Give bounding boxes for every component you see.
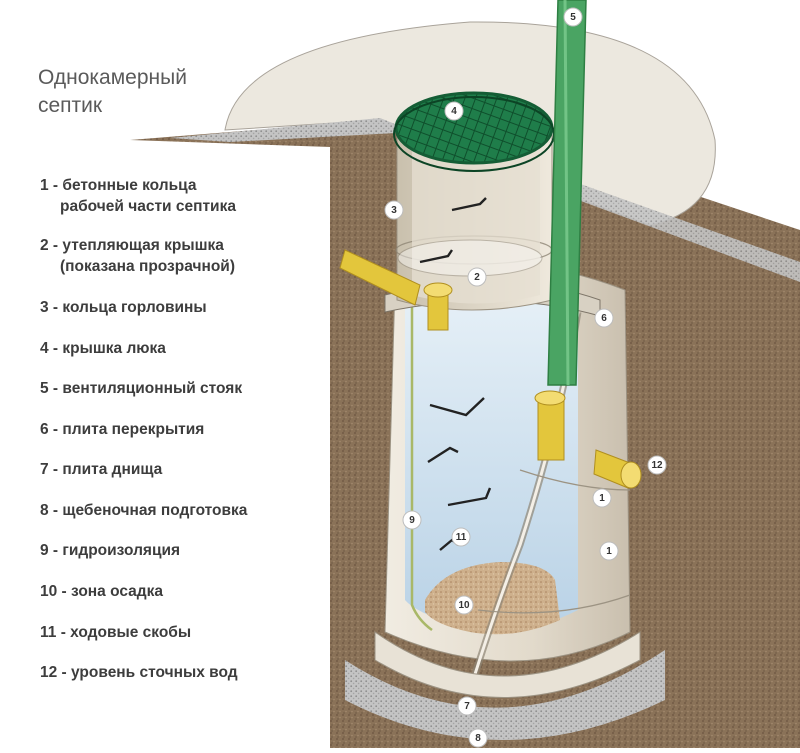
title-line-2: септик: [38, 94, 103, 117]
callout-circle: [592, 488, 612, 508]
callout-1: 1: [599, 541, 619, 561]
callout-circle: [444, 101, 464, 121]
callout-3: 3: [384, 200, 404, 220]
callout-5: 5: [563, 7, 583, 27]
callout-circle: [647, 455, 667, 475]
callout-circle: [402, 510, 422, 530]
legend-item-5: 5 - вентиляционный стояк: [40, 380, 243, 397]
callout-8: 8: [468, 728, 488, 748]
legend-item-10: 10 - зона осадка: [40, 583, 164, 600]
callout-12: 12: [647, 455, 667, 475]
ring-joint-upper: [519, 469, 631, 491]
inlet-pipe: [339, 249, 421, 306]
callout-10: 10: [454, 595, 474, 615]
legend-item-3: 3 - кольца горловины: [40, 299, 207, 316]
ground-gravel-edge: [170, 118, 415, 142]
callout-label: 4: [451, 106, 457, 117]
callout-1: 1: [592, 488, 612, 508]
callout-label: 7: [464, 701, 470, 712]
callout-label: 3: [391, 205, 397, 216]
legend-panel: 1 - бетонные кольца рабочей части септик…: [0, 147, 320, 748]
legend-item-1-line1: 1 - бетонные кольца: [40, 177, 197, 194]
gravel-bed: [345, 650, 665, 740]
legend-item-6: 6 - плита перекрытия: [40, 421, 205, 438]
legend-item-1: 1 - бетонные кольца рабочей части септик…: [40, 175, 236, 217]
callout-circle: [594, 308, 614, 328]
gravel-band-right: [575, 182, 800, 282]
legend-item-2: 2 - утепляющая крышка (показана прозрачн…: [40, 235, 235, 277]
callout-label: 1: [599, 493, 605, 504]
callout-2: 2: [467, 267, 487, 287]
legend-item-1-line2: рабочей части септика: [60, 198, 236, 215]
legend-item-7: 7 - плита днища: [40, 461, 163, 478]
callout-label: 5: [570, 12, 576, 23]
callout-circle: [451, 527, 471, 547]
title-line-1: Однокамерный: [38, 66, 187, 89]
callout-4: 4: [444, 101, 464, 121]
waterproofing-layer: [410, 300, 433, 632]
legend-item-9: 9 - гидроизоляция: [40, 542, 181, 559]
callout-label: 12: [651, 460, 663, 471]
manhole-cover: [394, 91, 554, 165]
callout-circle: [599, 541, 619, 561]
callout-circle: [468, 728, 488, 748]
callout-7: 7: [457, 696, 477, 716]
callout-circle: [563, 7, 583, 27]
callout-label: 11: [456, 532, 467, 543]
callout-circle: [457, 696, 477, 716]
bottom-slab: [374, 631, 641, 698]
ring-joint-lower: [477, 594, 631, 614]
callout-label: 1: [606, 546, 612, 557]
legend-item-2-line1: 2 - утепляющая крышка: [40, 237, 224, 254]
callout-circle: [384, 200, 404, 220]
diagram-title: Однокамерный септик: [38, 64, 187, 120]
callout-label: 9: [409, 515, 415, 526]
legend-item-12: 12 - уровень сточных вод: [40, 664, 238, 681]
legend-item-8: 8 - щебеночная подготовка: [40, 502, 248, 519]
callout-circle: [454, 595, 474, 615]
callout-9: 9: [402, 510, 422, 530]
legend-item-4: 4 - крышка люка: [40, 340, 166, 357]
sediment-zone: [425, 562, 560, 635]
callout-label: 10: [458, 600, 470, 611]
callout-circle: [467, 267, 487, 287]
callout-label: 2: [474, 272, 480, 283]
callout-label: 8: [475, 733, 481, 744]
callout-6: 6: [594, 308, 614, 328]
outlet-pipe-tee: [537, 397, 565, 461]
legend-item-2-line2: (показана прозрачной): [60, 258, 235, 275]
legend-item-11: 11 - ходовые скобы: [40, 624, 192, 641]
callout-label: 6: [601, 313, 607, 324]
chamber-interior: [405, 292, 578, 630]
callout-11: 11: [451, 527, 471, 547]
